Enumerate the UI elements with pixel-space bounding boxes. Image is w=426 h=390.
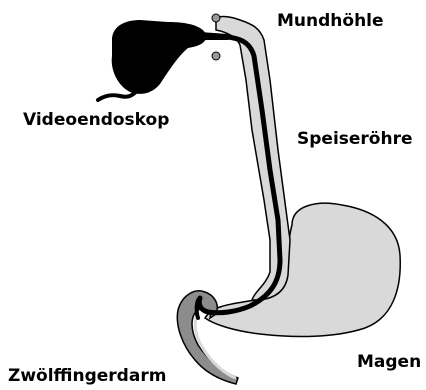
endoscope-handle — [112, 20, 207, 94]
label-esophagus: Speiseröhre — [297, 131, 413, 148]
label-duodenum: Zwölffingerdarm — [8, 368, 166, 385]
mouth-knob-top — [212, 14, 220, 22]
label-stomach: Magen — [357, 354, 421, 371]
stomach-shape — [205, 203, 400, 336]
label-mouth: Mundhöhle — [277, 13, 384, 30]
label-endoscope: Videoendoskop — [23, 112, 169, 129]
mouth-knob-bottom — [212, 52, 220, 60]
